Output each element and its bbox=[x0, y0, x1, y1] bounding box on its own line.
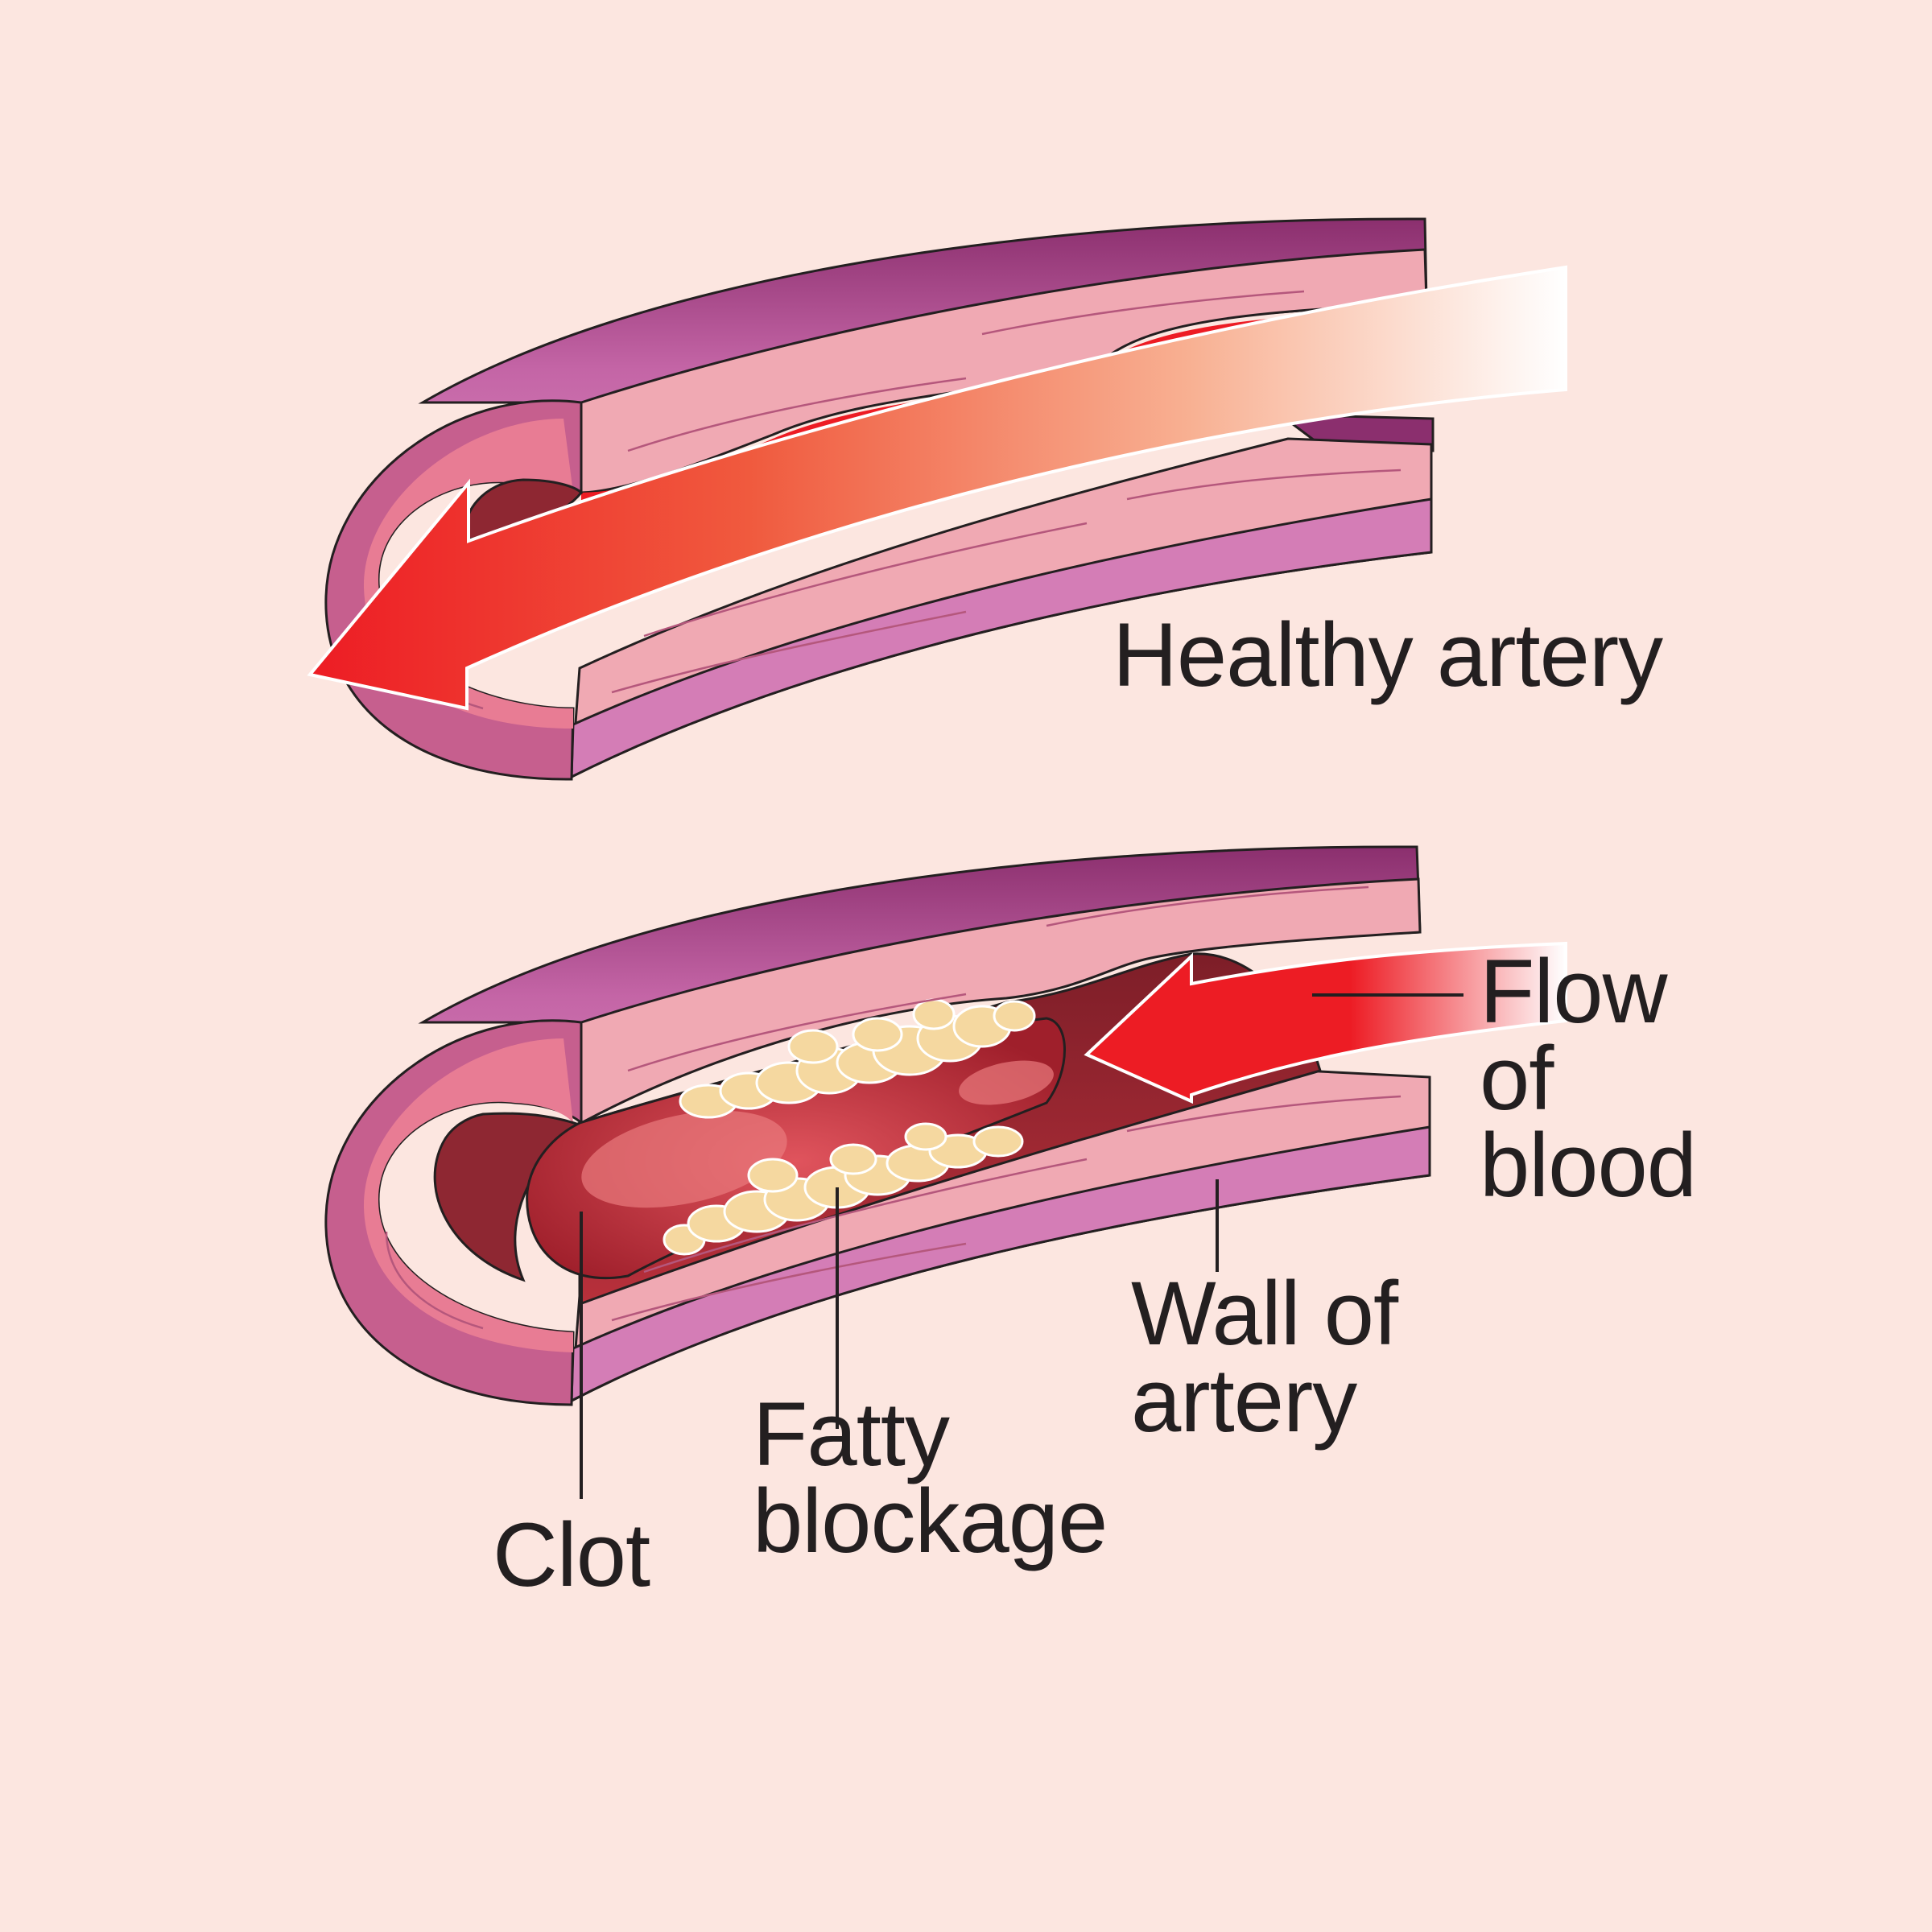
wall-of-artery-label-line-1: Wall of bbox=[1131, 1270, 1469, 1357]
fatty-blockage-label-line-1: Fatty bbox=[753, 1391, 1203, 1478]
flow-of-blood-label-line-3: blood bbox=[1480, 1122, 1753, 1209]
healthy-artery-label: Healthy artery bbox=[1113, 612, 1662, 699]
clot-label: Clot bbox=[493, 1512, 650, 1599]
flow-of-blood-label-line-2: of bbox=[1480, 1035, 1753, 1122]
fatty-blockage-label: Fatty blockage bbox=[753, 1391, 1203, 1565]
flow-of-blood-label-line-1: Flow bbox=[1480, 948, 1753, 1035]
flow-of-blood-label: Flow of blood bbox=[1480, 948, 1753, 1209]
fatty-blockage-label-line-2: blockage bbox=[753, 1478, 1203, 1565]
